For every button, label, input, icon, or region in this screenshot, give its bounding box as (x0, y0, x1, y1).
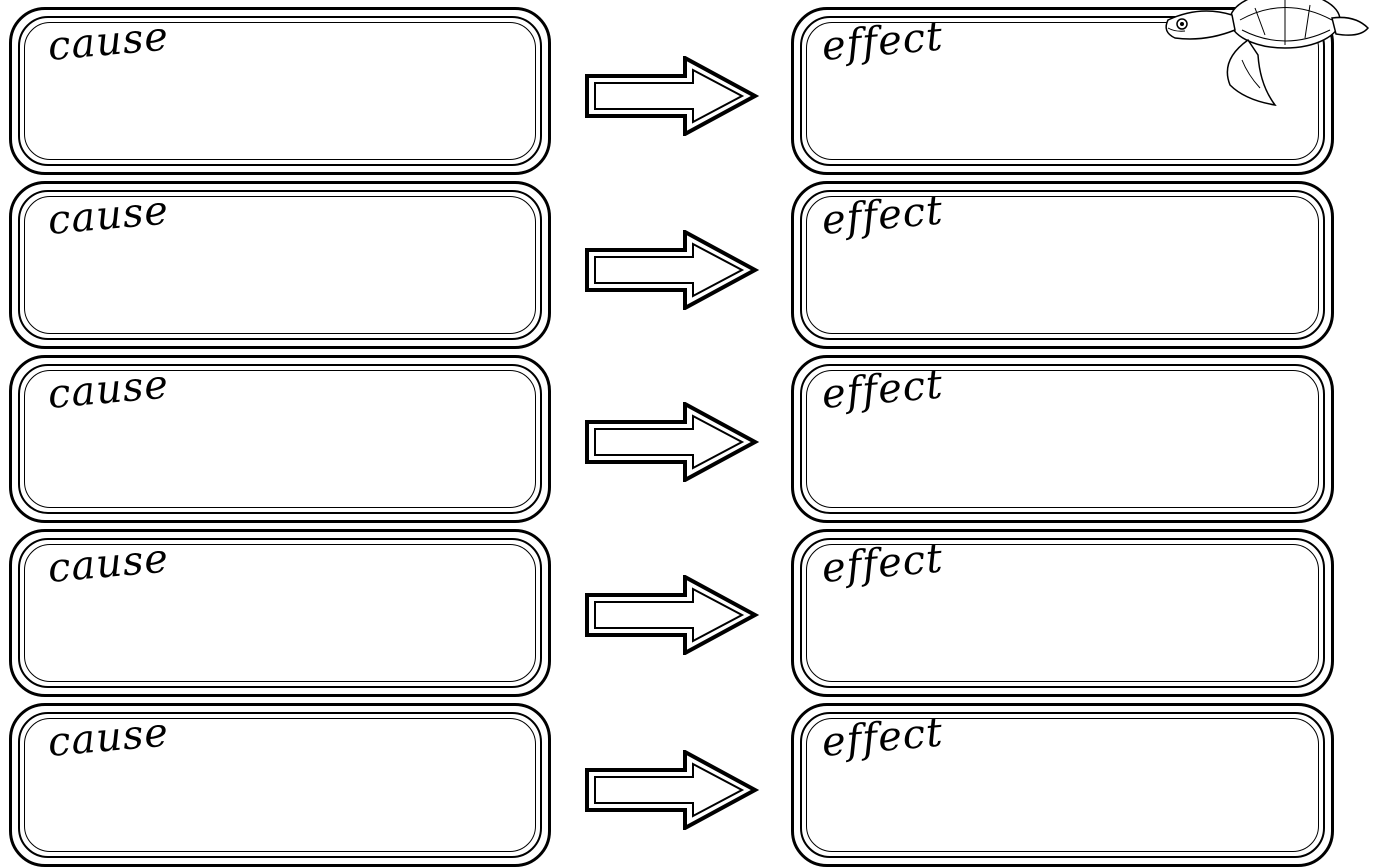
right-arrow-icon (585, 750, 760, 830)
cause-box[interactable]: cause (9, 7, 551, 175)
effect-label: effect (819, 709, 945, 766)
turtle-icon (1165, 0, 1370, 107)
effect-box[interactable]: effect (791, 181, 1334, 349)
cause-box[interactable]: cause (9, 181, 551, 349)
cause-label: cause (45, 361, 171, 418)
cause-label: cause (45, 13, 171, 70)
right-arrow-icon (585, 230, 760, 310)
effect-label: effect (819, 361, 945, 418)
cause-label: cause (45, 187, 171, 244)
cause-box[interactable]: cause (9, 703, 551, 867)
effect-label: effect (819, 13, 945, 70)
effect-box[interactable]: effect (791, 355, 1334, 523)
cause-label: cause (45, 535, 171, 592)
right-arrow-icon (585, 402, 760, 482)
right-arrow-icon (585, 56, 760, 136)
cause-box[interactable]: cause (9, 355, 551, 523)
effect-box[interactable]: effect (791, 703, 1334, 867)
cause-box[interactable]: cause (9, 529, 551, 697)
cause-label: cause (45, 709, 171, 766)
right-arrow-icon (585, 575, 760, 655)
effect-label: effect (819, 535, 945, 592)
effect-box[interactable]: effect (791, 529, 1334, 697)
effect-label: effect (819, 187, 945, 244)
